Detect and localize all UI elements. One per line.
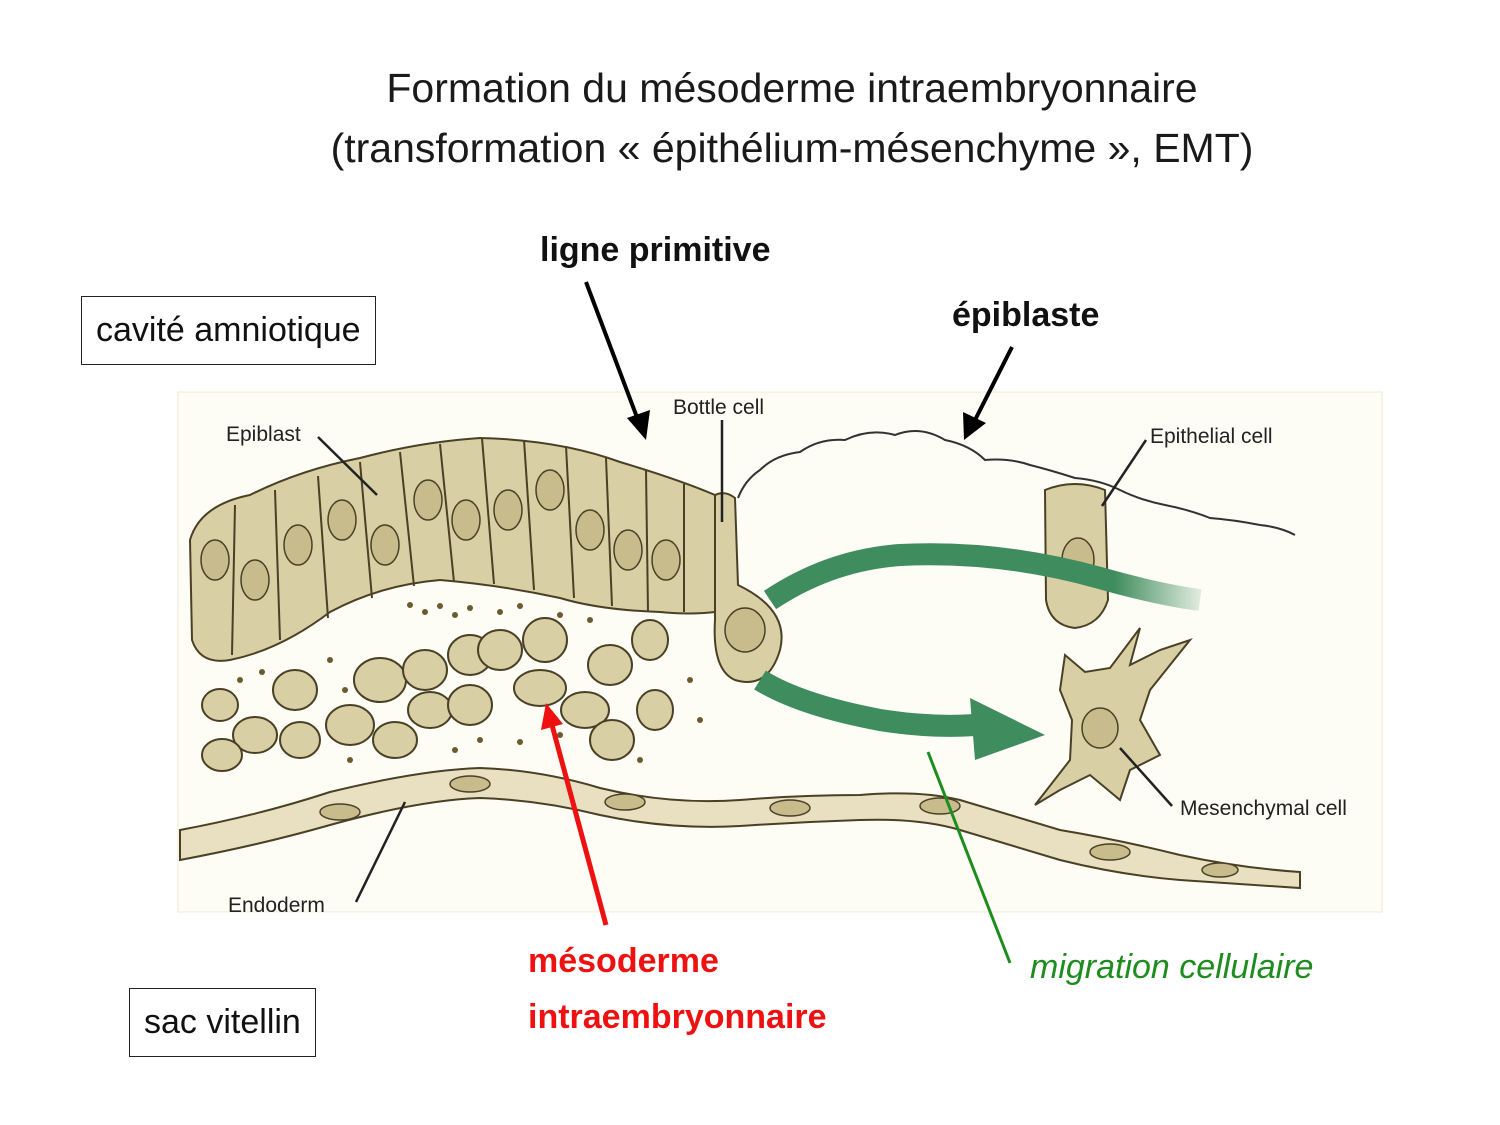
label-epiblast: Epiblast	[226, 423, 301, 446]
migration-arrow-upper	[763, 543, 1202, 611]
label-bottle-cell: Bottle cell	[673, 396, 764, 419]
endoderm-nuclei	[319, 775, 1239, 878]
ligne-primitive-label: ligne primitive	[540, 231, 771, 269]
epiblast-cell-walls	[231, 437, 685, 656]
epiblast-surface-outline	[737, 430, 1296, 536]
title-line-1: Formation du mésoderme intraembryonnaire	[386, 65, 1198, 111]
label-epithelial-cell: Epithelial cell	[1150, 425, 1273, 448]
epiblast-nuclei	[200, 469, 681, 601]
epiblaste-arrow	[963, 346, 1014, 440]
sac-vitellin-box: sac vitellin	[129, 988, 316, 1057]
mesoderme-arrow	[541, 703, 609, 926]
bottle-cell-nucleus	[724, 607, 766, 653]
cavite-amniotique-box: cavité amniotique	[81, 296, 376, 365]
mesoderme-label-line-2: intraembryonnaire	[528, 998, 827, 1036]
figure-leader-lines	[317, 420, 1173, 903]
endoderm-layer	[179, 766, 1301, 890]
mesoderme-label-line-1: mésoderme	[528, 942, 719, 980]
migration-leader-line	[926, 751, 1012, 964]
migration-cellulaire-label: migration cellulaire	[1030, 948, 1314, 986]
epiblast-sheet	[188, 436, 716, 662]
mesoderm-cells	[201, 617, 674, 772]
granules	[237, 602, 703, 763]
epiblaste-label: épiblaste	[952, 296, 1100, 334]
label-mesenchymal-cell: Mesenchymal cell	[1180, 797, 1347, 820]
title-line-2: (transformation « épithélium-mésenchyme …	[330, 125, 1254, 171]
migration-arrow-head	[970, 698, 1045, 760]
label-endoderm: Endoderm	[228, 894, 325, 917]
ligne-primitive-arrow	[584, 281, 650, 440]
mesenchymal-cell-nucleus	[1081, 707, 1119, 749]
migration-arrow-lower	[754, 670, 976, 737]
